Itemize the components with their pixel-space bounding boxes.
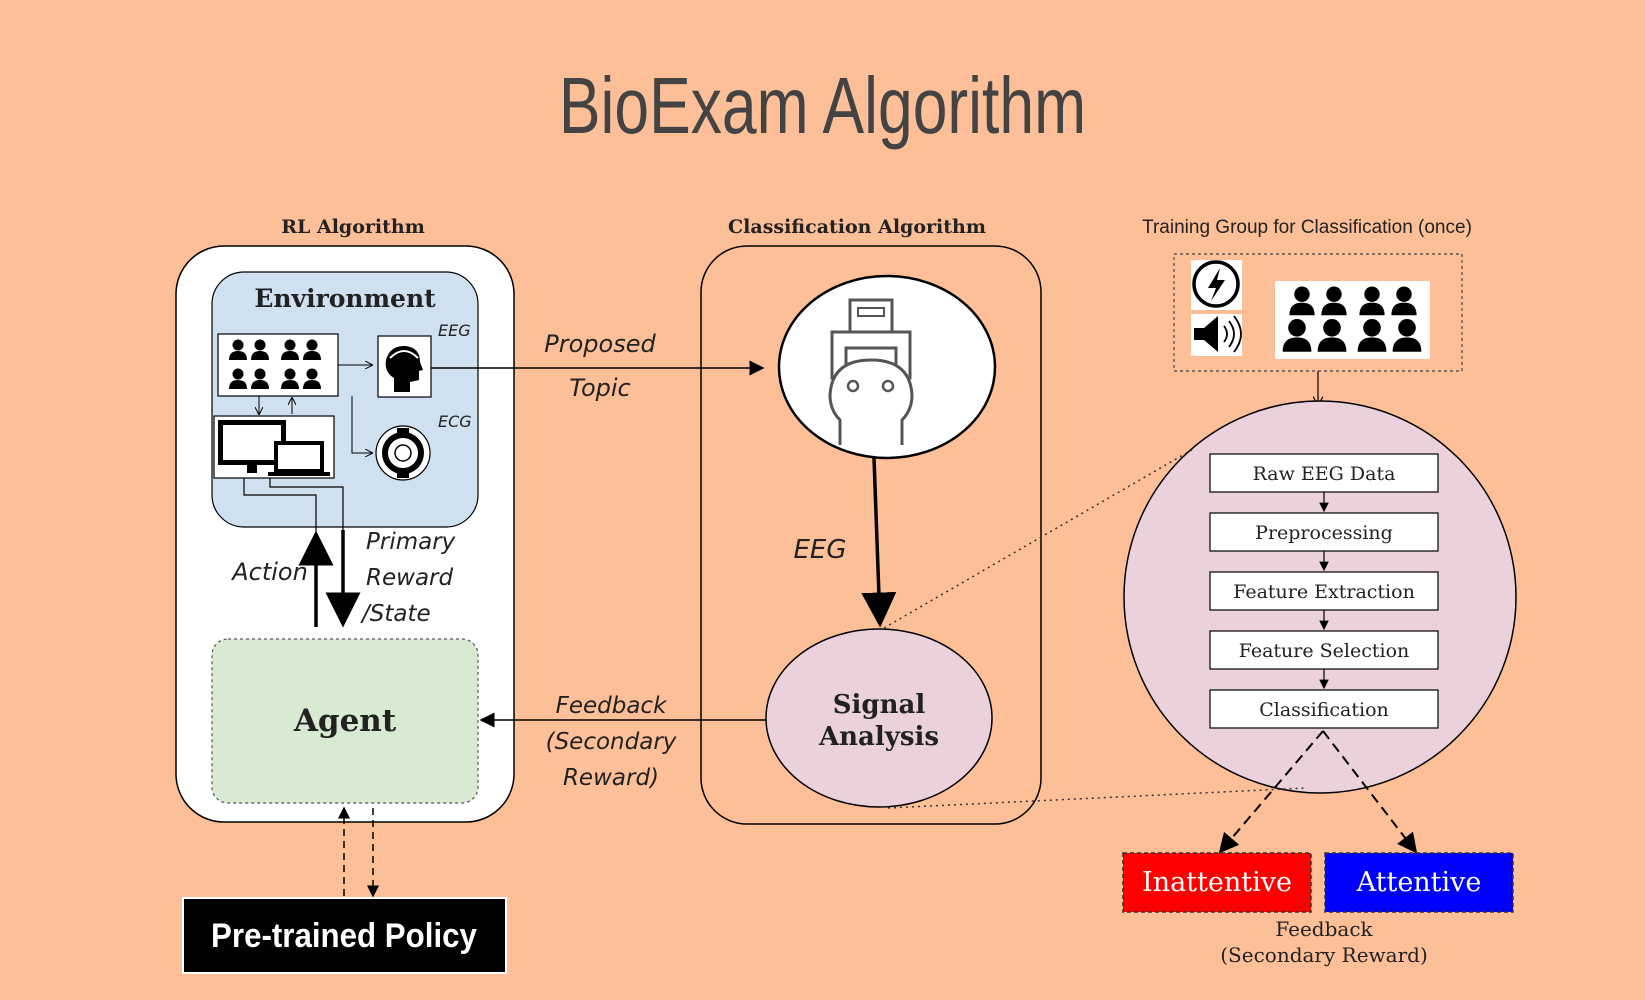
pipeline-step-label: Preprocessing — [1255, 522, 1393, 544]
signal-analysis-label-1: Signal — [833, 690, 926, 720]
primary-label-3: /State — [360, 601, 431, 627]
speaker-icon — [1191, 314, 1242, 356]
env-ecg-label: ECG — [438, 412, 472, 431]
pretrained-policy-box — [182, 897, 507, 974]
signal-analysis-label-2: Analysis — [818, 722, 939, 752]
feedback-label-3: Reward) — [563, 765, 659, 791]
bottom-feedback-label-2: (Secondary Reward) — [1220, 943, 1428, 967]
pipeline-step-label: Feature Extraction — [1233, 581, 1415, 603]
slide-title: BioExam Algorithm — [558, 61, 1087, 150]
proposed-label-2: Topic — [569, 374, 630, 402]
environment-label: Environment — [254, 284, 436, 313]
signal-analysis-node — [765, 628, 993, 808]
eeg-headset-icon — [777, 274, 997, 460]
proposed-label-1: Proposed — [544, 330, 656, 358]
classification-box — [700, 245, 1042, 825]
eeg-head-icon — [377, 335, 432, 398]
pipeline-step-box — [1209, 571, 1439, 611]
feedback-label-1: Feedback — [556, 693, 668, 719]
attentive-label: Attentive — [1356, 867, 1482, 898]
ecg-watch-icon — [375, 425, 431, 481]
feedback-label-2: (Secondary — [546, 729, 677, 755]
training-audience-icon — [1275, 281, 1430, 359]
pipeline-step-box — [1209, 689, 1439, 729]
pipeline-step-label: Classification — [1259, 699, 1389, 721]
lightning-icon — [1191, 260, 1242, 310]
pipeline-step-label: Feature Selection — [1239, 640, 1410, 662]
agent-box — [211, 638, 479, 804]
attentive-box — [1324, 852, 1514, 913]
audience-icon — [217, 333, 339, 397]
primary-label-2: Reward — [366, 565, 453, 591]
eeg-edge-label: EEG — [793, 535, 846, 565]
env-eeg-label: EEG — [438, 321, 471, 340]
bottom-feedback-label-1: Feedback — [1275, 917, 1373, 941]
pretrained-policy-label: Pre-trained Policy — [211, 916, 477, 955]
pipeline-step-box — [1209, 453, 1439, 493]
pipeline-step-label: Raw EEG Data — [1253, 463, 1396, 485]
inattentive-label: Inattentive — [1142, 867, 1292, 898]
primary-label-1: Primary — [366, 529, 456, 555]
pipeline-step-box — [1209, 630, 1439, 670]
training-section-label: Training Group for Classification (once) — [1142, 217, 1472, 238]
classification-section-label: Classification Algorithm — [728, 216, 986, 238]
computer-icon — [213, 415, 335, 479]
agent-label: Agent — [293, 703, 397, 739]
rl-section-label: RL Algorithm — [281, 216, 425, 238]
action-label: Action — [230, 558, 308, 586]
inattentive-box — [1122, 852, 1312, 913]
